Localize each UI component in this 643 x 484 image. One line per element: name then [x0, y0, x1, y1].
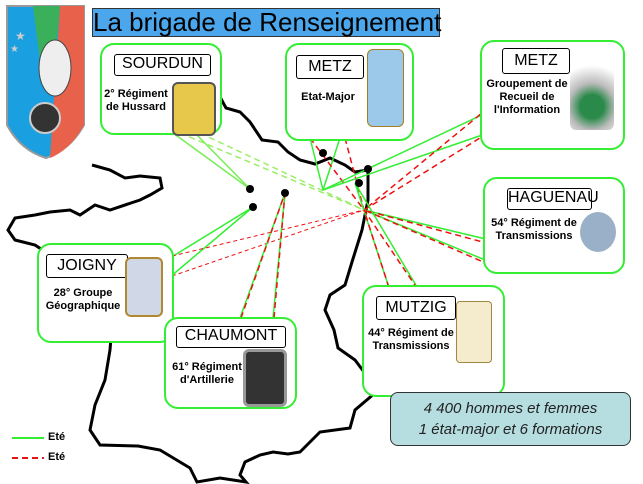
unit-desc: 2° Régiment de Hussard — [104, 88, 168, 113]
map-coast — [6, 163, 164, 301]
svg-text:★: ★ — [15, 29, 26, 43]
unit-card-chaumont: CHAUMONT 61° Régiment d'Artillerie — [164, 317, 297, 409]
transmissions-badge-icon — [580, 212, 616, 252]
unit-card-haguenau: HAGUENAU 54° Régiment de Transmissions — [483, 177, 625, 274]
garrison-dots — [246, 149, 372, 211]
unit-card-metz-gri: METZ Groupement de Recueil de l'Informat… — [480, 40, 625, 150]
geographic-badge-icon — [125, 257, 163, 317]
artillery-badge-icon — [243, 349, 287, 407]
summary-box: 4 400 hommes et femmes 1 état-major et 6… — [390, 392, 631, 446]
unit-desc: 44° Régiment de Transmissions — [368, 327, 454, 352]
unit-desc: Groupement de Recueil de l'Information — [486, 78, 568, 116]
mutzig-badge-icon — [456, 301, 492, 363]
brigade-shield-logo: ★★ — [6, 5, 85, 160]
unit-city: JOIGNY — [46, 254, 128, 278]
legend-label-solid: Eté — [48, 431, 66, 443]
map-outline — [88, 96, 377, 484]
unit-city: METZ — [502, 48, 570, 74]
unit-desc: Etat-Major — [301, 91, 355, 103]
unit-card-metz-etat-major: METZ Etat-Major — [285, 43, 414, 141]
unit-city: METZ — [296, 55, 364, 79]
unit-city: MUTZIG — [376, 296, 456, 320]
hussard-badge-icon — [172, 82, 216, 136]
connection-lines — [169, 107, 491, 319]
unit-card-sourdun: SOURDUN 2° Régiment de Hussard — [100, 43, 222, 136]
unit-desc: 61° Régiment d'Artillerie — [172, 361, 242, 386]
unit-desc: 28° Groupe Géographique — [45, 287, 121, 312]
legend-lines — [12, 437, 44, 459]
unit-city: HAGUENAU — [507, 188, 599, 210]
dot-sourdun — [246, 185, 254, 193]
dot-haguenau — [355, 179, 363, 187]
owl-badge-icon — [367, 49, 404, 127]
dot-joigny — [249, 203, 257, 211]
unit-card-mutzig: MUTZIG 44° Régiment de Transmissions — [362, 285, 505, 397]
dot-metz — [319, 149, 327, 157]
legend-label-dashed: Eté — [48, 451, 66, 463]
summary-line-2: 1 état-major et 6 formations — [418, 421, 603, 438]
svg-text:★: ★ — [10, 44, 19, 55]
page-title: La brigade de Renseignement — [92, 7, 442, 37]
dot-chaumont — [281, 189, 289, 197]
unit-city: SOURDUN — [114, 54, 211, 76]
unit-city: CHAUMONT — [176, 326, 286, 348]
unit-card-joigny: JOIGNY 28° Groupe Géographique — [37, 243, 174, 343]
summary-line-1: 4 400 hommes et femmes — [423, 400, 598, 417]
unit-desc: 54° Régiment de Transmissions — [491, 217, 577, 242]
eagle-badge-icon — [570, 52, 614, 130]
dot-metz-2 — [364, 165, 372, 173]
